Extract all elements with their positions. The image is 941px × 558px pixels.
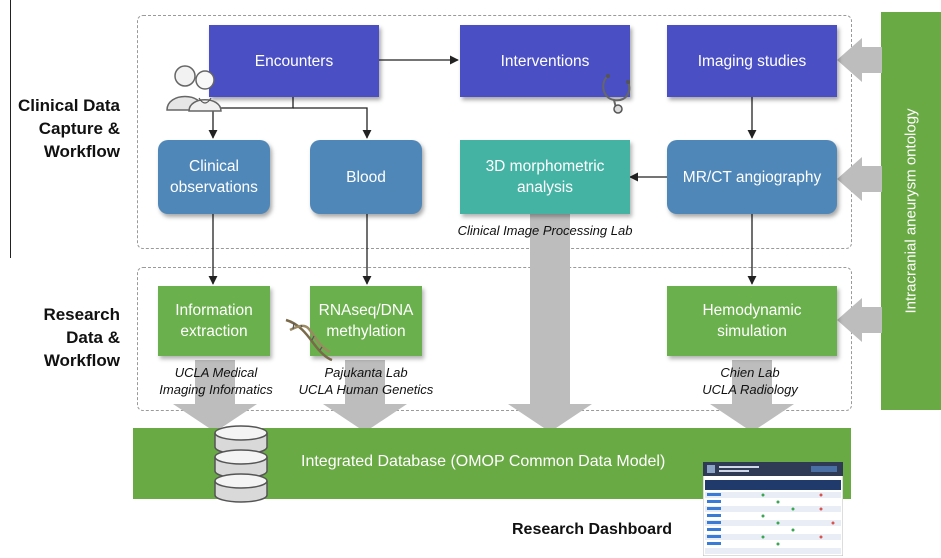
clinical-label-line-1: Clinical Data [17, 96, 120, 115]
morphometric-analysis-box: 3D morphometric analysis [460, 140, 630, 214]
research-label-line-3: Workflow [43, 351, 120, 370]
chien-line-1: Chien Lab [720, 365, 780, 380]
imaging-studies-box: Imaging studies [667, 25, 837, 97]
clinical-section-label: Clinical Data Capture & Workflow [8, 94, 120, 163]
blood-label: Blood [346, 168, 386, 186]
hemodynamic-label: Hemodynamic simulation [702, 302, 802, 340]
clinical-image-lab-caption: Clinical Image Processing Lab [457, 223, 633, 238]
integrated-database-label: Integrated Database (OMOP Common Data Mo… [301, 453, 666, 470]
clinical-label-line-2: Capture & [38, 119, 120, 138]
angiography-box: MR/CT angiography [667, 140, 837, 214]
information-extraction-label: Information extraction [175, 302, 253, 340]
stethoscope-icon [602, 74, 631, 114]
research-label-line-2: Data & [66, 328, 120, 347]
encounters-label: Encounters [254, 52, 334, 70]
information-extraction-box: Information extraction [158, 286, 270, 356]
gray-arrow-hemo-to-db [710, 360, 794, 432]
encounters-branch-line-2 [293, 107, 372, 139]
dashboard-thumbnail [703, 462, 843, 556]
chien-caption: Chien Lab UCLA Radiology [680, 364, 820, 398]
research-section-label: Research Data & Workflow [8, 303, 120, 372]
rnaseq-box: RNAseq/DNA methylation [310, 286, 422, 356]
morphometric-label: 3D morphometric analysis [485, 158, 605, 196]
blood-box: Blood [310, 140, 422, 214]
clinicians-icon [166, 65, 222, 112]
gray-arrow-ontology-to-imaging [837, 38, 882, 82]
clinical-label-line-3: Workflow [43, 142, 120, 161]
clinical-observations-box: Clinical observations [158, 140, 270, 214]
chien-line-2: UCLA Radiology [702, 382, 798, 397]
research-workflow-panel [137, 267, 852, 411]
pajukanta-line-1: Pajukanta Lab [324, 365, 408, 380]
imaging-studies-label: Imaging studies [697, 52, 807, 70]
interventions-label: Interventions [500, 52, 590, 70]
ucla-mii-line-2: Imaging Informatics [159, 382, 273, 397]
ontology-bar: Intracranial aneurysm ontology [881, 12, 941, 410]
gray-arrow-rna-to-db [323, 360, 407, 432]
clinical-observations-label: Clinical observations [170, 158, 258, 196]
gray-arrow-ontology-to-hemo [837, 298, 882, 342]
database-cylinder-icon [214, 425, 268, 503]
research-label-line-1: Research [43, 305, 120, 324]
ucla-mii-line-1: UCLA Medical [174, 365, 258, 380]
pajukanta-caption: Pajukanta Lab UCLA Human Genetics [286, 364, 446, 398]
encounters-box: Encounters [209, 25, 379, 97]
gray-arrow-ontology-to-angio [837, 157, 882, 201]
hemodynamic-simulation-box: Hemodynamic simulation [667, 286, 837, 356]
interventions-box: Interventions [460, 25, 630, 97]
research-dashboard-label: Research Dashboard [512, 521, 673, 538]
clinical-workflow-panel [137, 15, 852, 249]
gray-arrow-morpho-to-db [508, 200, 592, 432]
gray-arrow-info-to-db [173, 360, 257, 432]
pajukanta-line-2: UCLA Human Genetics [298, 382, 434, 397]
encounters-branch-line [208, 97, 294, 139]
ucla-mii-caption: UCLA Medical Imaging Informatics [146, 364, 286, 398]
angiography-label: MR/CT angiography [682, 168, 822, 186]
dna-icon [285, 318, 333, 362]
left-divider-line [10, 0, 11, 258]
rnaseq-label: RNAseq/DNA methylation [318, 302, 414, 340]
